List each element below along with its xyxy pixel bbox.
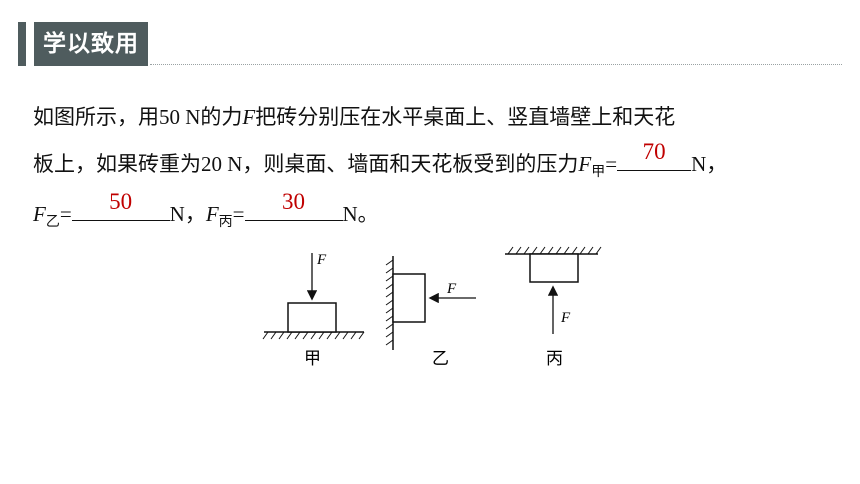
force-symbol: F <box>33 202 46 226</box>
force-label: F <box>316 252 327 268</box>
equals-sign: = <box>59 202 72 226</box>
answer-jia: 70 <box>642 139 666 164</box>
header-accent-bar <box>18 22 26 66</box>
wall-hatching <box>385 259 394 346</box>
text-segment: 板上，如果砖重为 <box>33 152 201 176</box>
unit-text: N。 <box>342 202 379 226</box>
force-label: F <box>560 310 571 326</box>
equals-sign: = <box>232 202 245 226</box>
figure-bing: F 丙 <box>505 246 602 368</box>
answer-blank-jia: 70 <box>617 140 692 171</box>
answer-blank-bing: 30 <box>244 190 343 221</box>
answer-blank-yi: 50 <box>71 190 170 221</box>
brick <box>529 253 579 283</box>
header-divider <box>150 64 842 65</box>
brick <box>287 302 337 333</box>
question-text: 如图所示，用50 N的力F把砖分别压在水平桌面上、竖直墙壁上和天花 板上，如果砖… <box>33 94 833 241</box>
section-title: 学以致用 <box>34 22 148 66</box>
ceiling-hatching <box>507 246 602 255</box>
text-segment: 的力 <box>200 105 243 129</box>
subscript-jia: 甲 <box>591 164 606 180</box>
table-hatching <box>262 331 365 340</box>
force-symbol: F <box>205 202 219 226</box>
weight-value: 20 N <box>201 152 243 176</box>
force-value: 50 N <box>159 105 201 129</box>
figure-label-jia: 甲 <box>304 349 321 368</box>
figure-jia: F 甲 <box>262 252 365 368</box>
force-symbol: F <box>578 152 592 176</box>
force-symbol: F <box>242 105 256 129</box>
unit-text: N， <box>169 202 206 226</box>
text-segment: 如图所示，用 <box>33 105 159 129</box>
equals-sign: = <box>605 152 618 176</box>
answer-bing: 30 <box>282 189 306 214</box>
figure-label-bing: 丙 <box>546 349 563 368</box>
text-segment: ，则桌面、墙面和天花板受到的压力 <box>242 152 579 176</box>
question-line-1: 如图所示，用50 N的力F把砖分别压在水平桌面上、竖直墙壁上和天花 <box>33 94 833 141</box>
subscript-yi: 乙 <box>45 214 60 230</box>
brick <box>392 273 426 323</box>
answer-yi: 50 <box>109 189 133 214</box>
subscript-bing: 丙 <box>218 214 233 230</box>
text-segment: 把砖分别压在水平桌面上、竖直墙壁上和天花 <box>255 105 676 129</box>
unit-text: N， <box>691 152 728 176</box>
figure-label-yi: 乙 <box>432 349 449 368</box>
force-label: F <box>446 281 457 297</box>
figure-yi: F 乙 <box>385 256 476 368</box>
